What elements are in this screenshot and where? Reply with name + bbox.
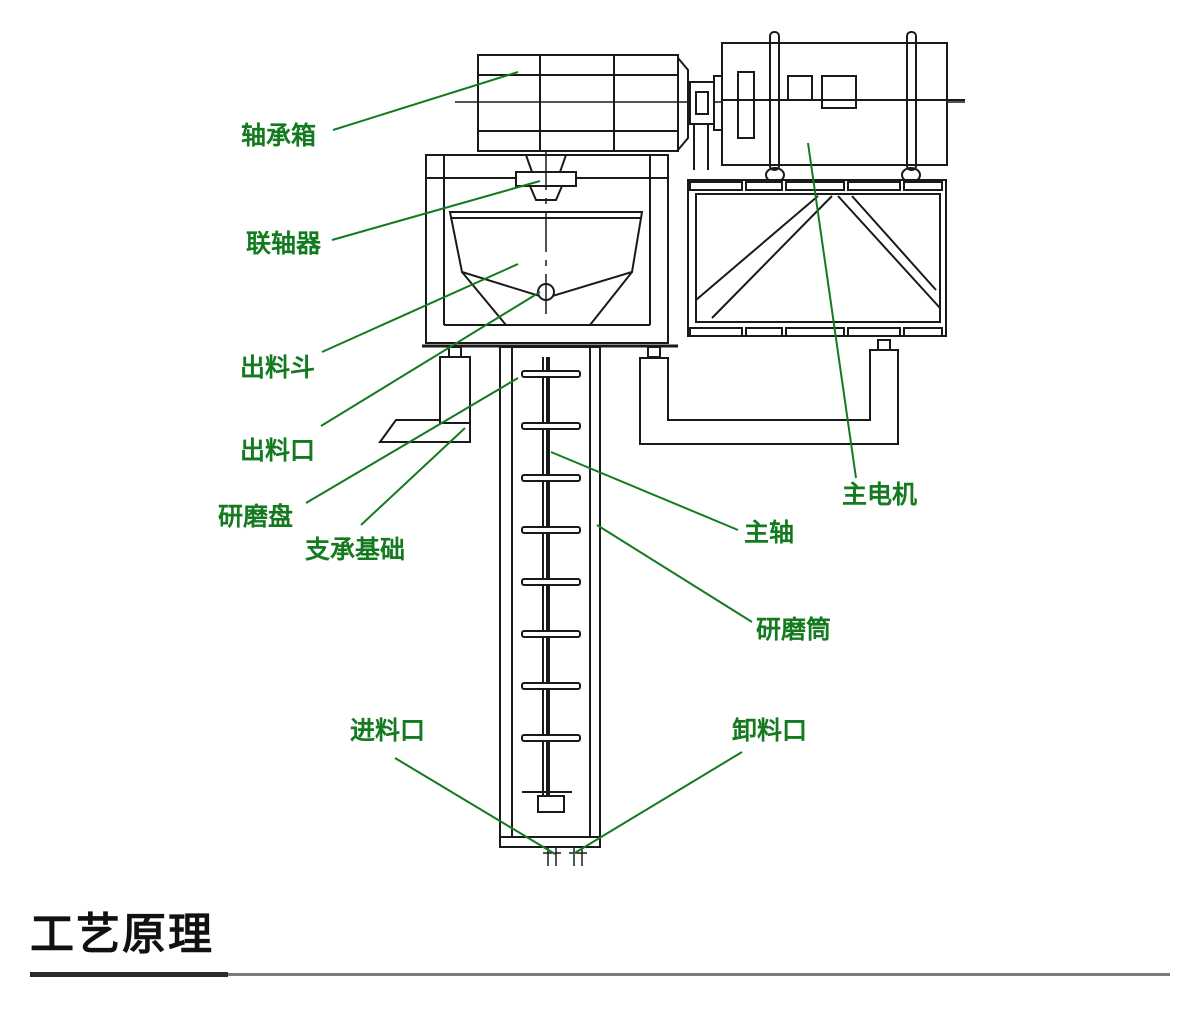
main-motor — [721, 31, 965, 183]
leader-main-motor — [807, 142, 857, 479]
motor-frame — [687, 179, 947, 337]
leader-grinding-disc — [305, 377, 519, 504]
grinding-disc-8 — [521, 734, 581, 742]
grinding-disc-3 — [521, 474, 581, 482]
grinding-disc-4 — [521, 526, 581, 534]
grinding-disc-7 — [521, 682, 581, 690]
label-discharge-outlet: 出料口 — [240, 436, 316, 465]
leader-discharge-hopper — [321, 263, 519, 353]
label-main-motor: 主电机 — [842, 480, 918, 509]
left-support — [378, 346, 471, 443]
leader-lines — [305, 71, 857, 855]
leader-main-shaft — [550, 451, 739, 531]
shaft-foot — [522, 791, 587, 866]
leader-unloading-outlet — [572, 751, 743, 855]
section-title: 工艺原理 — [30, 909, 214, 960]
bearing-box — [477, 54, 689, 152]
motor-coupling — [689, 75, 723, 170]
label-grinding-disc: 研磨盘 — [218, 502, 294, 531]
machine-drawing — [378, 31, 965, 866]
leader-coupling — [331, 180, 541, 241]
title-underline — [228, 973, 1170, 976]
grinding-discs — [521, 370, 581, 742]
grinding-disc-6 — [521, 630, 581, 638]
mill-diagram — [305, 31, 965, 866]
label-discharge-hopper: 出料斗 — [240, 353, 316, 382]
grinding-disc-2 — [521, 422, 581, 430]
label-coupling: 联轴器 — [246, 229, 322, 258]
leader-discharge-outlet — [320, 291, 541, 427]
leader-support-base — [360, 427, 466, 526]
title-underline-accent — [30, 972, 228, 977]
label-support-base: 支承基础 — [305, 535, 406, 564]
leader-grinding-cylinder — [596, 524, 753, 623]
grinding-disc-1 — [521, 370, 581, 378]
leader-bearing-box — [332, 71, 519, 131]
label-grinding-cylinder: 研磨筒 — [756, 615, 832, 644]
right-support — [639, 339, 899, 445]
label-feed-inlet: 进料口 — [350, 716, 426, 745]
label-main-shaft: 主轴 — [744, 518, 795, 547]
label-unloading-outlet: 卸料口 — [732, 716, 808, 745]
grinding-disc-5 — [521, 578, 581, 586]
leader-feed-inlet — [394, 757, 556, 855]
label-bearing-box: 轴承箱 — [241, 121, 317, 150]
